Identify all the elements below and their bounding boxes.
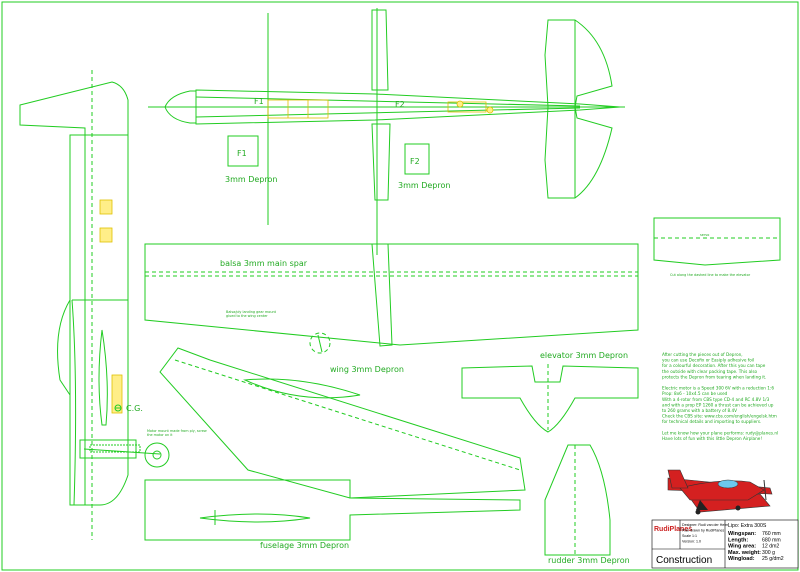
spec-key: Wingspan: <box>728 531 756 537</box>
f1-plan-label: F1 <box>254 97 264 106</box>
instruction-line: With a 4-rotor from CBS type CD-4 and RC… <box>662 397 770 402</box>
svg-text:the motor on it: the motor on it <box>147 433 173 437</box>
wheel <box>144 442 170 468</box>
instruction-line: Let me know how your plane performs: rud… <box>662 430 778 435</box>
svg-text:Motor mount made from ply, scr: Motor mount made from ply, screw <box>147 429 207 433</box>
rudder-label: rudder 3mm Depron <box>548 556 630 565</box>
side-view-fuselage: C.G. Motor mount made from ply, screw th… <box>19 70 207 540</box>
spec-key: Length: <box>728 537 748 543</box>
instruction-line: the outside with clear packing tape. Thi… <box>662 369 758 374</box>
brand-info-line: Designer: Rudi van der Helm <box>682 523 728 527</box>
instruction-line: to 260 grams with a battery of 8.4V <box>662 408 737 413</box>
spec-value: 12 dm2 <box>762 544 779 550</box>
rudder-plan: rudder 3mm Depron <box>544 444 630 565</box>
spec-value: 300 g <box>762 550 775 556</box>
construction-title: Construction <box>656 555 712 566</box>
svg-text:F2: F2 <box>410 157 420 166</box>
svg-text:glued to the wing center: glued to the wing center <box>226 314 268 318</box>
svg-text:servo: servo <box>700 233 709 237</box>
specs-table: Wingspan: 760 mm Length: 680 mm Wing area: 12… <box>728 531 784 562</box>
brand-info-line: Version: 1.0 <box>682 540 701 544</box>
model-name: Lipo: Extra 300S <box>728 523 767 529</box>
svg-text:F1: F1 <box>237 149 247 158</box>
wing-plan: balsa 3mm main spar wing 3mm Depron Bals… <box>144 243 639 374</box>
servo-bay-top <box>267 99 329 119</box>
spec-key: Wing area: <box>728 544 756 550</box>
airplane-illustration <box>667 469 773 515</box>
spec-key: Max. weight: <box>728 550 761 556</box>
former-f1: F1 3mm Depron <box>225 135 277 184</box>
fuselage-part: fuselage 3mm Depron <box>144 347 526 550</box>
svg-text:3mm Depron: 3mm Depron <box>398 181 450 190</box>
instruction-line: Electric motor is a Speed 300 6V with a … <box>662 386 774 391</box>
top-view-fuselage: F1 F2 <box>148 8 625 255</box>
spec-key: Wingload: <box>728 556 755 562</box>
brand-info-line: Plan drawn by RudiPlanes <box>682 529 724 533</box>
logo-text: RudiPlanes <box>654 526 692 533</box>
brand-info-line: Scale 1:1 <box>682 534 697 538</box>
instruction-line: for a colourful decoration. After this y… <box>662 363 766 368</box>
instruction-line: Have lots of fun with this little Depron… <box>662 436 762 441</box>
spec-value: 680 mm <box>762 537 781 543</box>
svg-text:Balsa/ply landing gear mount: Balsa/ply landing gear mount <box>226 310 277 314</box>
title-block: RudiPlanes Designer: Rudi van der HelmPl… <box>651 519 799 569</box>
svg-text:3mm Depron: 3mm Depron <box>225 175 277 184</box>
instruction-line: Check the CBS site: www.cbs.com/english/… <box>662 414 777 419</box>
instruction-line: After cutting the pieces out of Depron, <box>662 352 743 357</box>
instruction-line: for technical details and importing to s… <box>662 419 761 424</box>
cg-label: C.G. <box>126 404 143 413</box>
svg-text:Cut along the dashed line to m: Cut along the dashed line to make the el… <box>670 273 751 277</box>
spec-value: 760 mm <box>762 531 781 537</box>
fuselage-label: fuselage 3mm Depron <box>260 541 349 550</box>
stab-detail: servo Cut along the dashed line to make … <box>653 217 781 277</box>
former-f2: F2 3mm Depron <box>398 143 450 190</box>
instruction-line: and with a prop EP 1260 a thrust can be … <box>662 402 774 407</box>
elevator-plan: elevator 3mm Depron <box>461 351 639 433</box>
spec-value: 25 g/dm2 <box>762 556 784 562</box>
spar-label: balsa 3mm main spar <box>220 259 308 268</box>
instruction-line: Prop: 8x6 - 10x4.5 can be used <box>662 391 728 396</box>
f2-plan-label: F2 <box>395 100 405 109</box>
instruction-line: protects the Depron from tearing when la… <box>662 374 766 379</box>
wing-label: wing 3mm Depron <box>330 365 404 374</box>
instruction-line: you can use Decofix or Easiply adhesive … <box>662 358 754 363</box>
instructions-text: After cutting the pieces out of Depron,y… <box>662 352 778 441</box>
elevator-label: elevator 3mm Depron <box>540 351 628 360</box>
